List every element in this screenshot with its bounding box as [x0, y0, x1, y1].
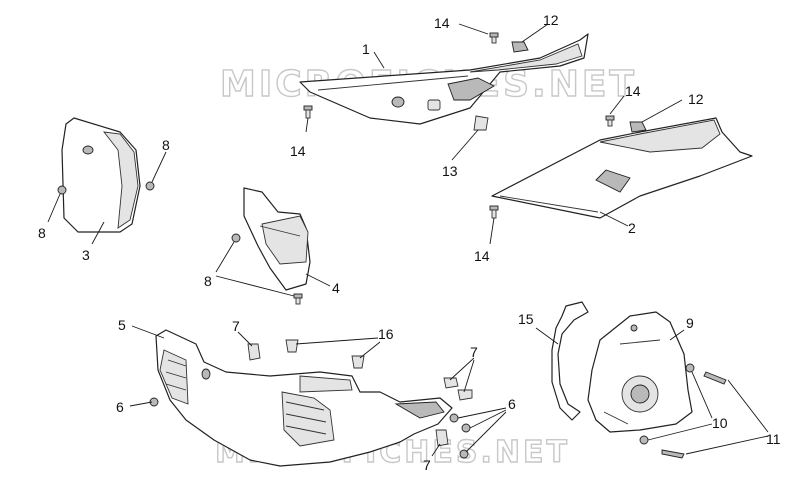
grommet-13: [473, 115, 489, 131]
leader-lines: [47, 23, 769, 457]
side-cover-left: [61, 117, 141, 233]
bolt-11b: [661, 449, 685, 459]
callout-12: 12: [543, 12, 559, 28]
bracket-part: [551, 301, 589, 421]
callout-13: 13: [442, 163, 458, 179]
clip-12a: [511, 41, 529, 53]
screw-14d: [489, 205, 499, 219]
screw-14a: [489, 32, 499, 44]
callout-4: 4: [332, 280, 340, 296]
nut-10: [685, 363, 695, 373]
callout-8: 8: [204, 273, 212, 289]
callout-8: 8: [162, 137, 170, 153]
callout-5: 5: [118, 317, 126, 333]
callout-labels: 14 12 1 14 13 14 12 2 14 8 8 3 8 4 5 7 1…: [38, 12, 781, 473]
callout-14: 14: [625, 83, 641, 99]
clip-7b: [443, 377, 473, 401]
screw-14b: [303, 105, 313, 119]
callout-14: 14: [290, 143, 306, 159]
washer-10b: [639, 435, 649, 445]
callout-14: 14: [474, 248, 490, 264]
side-panel-upper: [299, 33, 589, 125]
screw-8a: [57, 185, 67, 195]
callout-7: 7: [232, 318, 240, 334]
callout-3: 3: [82, 247, 90, 263]
screw-14c: [605, 115, 615, 127]
skid-plate: [155, 329, 453, 467]
screw-6b: [449, 413, 471, 433]
screw-8c: [231, 233, 241, 243]
callout-6: 6: [116, 399, 124, 415]
callout-16: 16: [378, 326, 394, 342]
sprocket-cover: [587, 311, 693, 433]
clip-12b: [629, 121, 647, 133]
callout-8: 8: [38, 225, 46, 241]
screw-8b: [145, 181, 155, 191]
clip-7a: [247, 343, 261, 361]
callout-6: 6: [508, 396, 516, 412]
callout-1: 1: [362, 41, 370, 57]
callout-7: 7: [470, 344, 478, 360]
callout-9: 9: [686, 315, 694, 331]
screw-8d: [293, 293, 303, 305]
side-panel-lower: [491, 117, 753, 219]
callout-15: 15: [518, 311, 534, 327]
callout-7: 7: [423, 457, 431, 473]
callout-11: 11: [766, 431, 781, 447]
fastener-group: [57, 32, 727, 459]
clip-7c: [435, 429, 449, 447]
callout-12: 12: [688, 91, 704, 107]
callout-10: 10: [712, 415, 728, 431]
grommet-16b: [351, 355, 365, 369]
callout-14: 14: [434, 15, 450, 31]
guard-part: [243, 187, 311, 291]
bolt-11a: [703, 371, 727, 385]
grommet-16a: [285, 339, 299, 353]
callout-2: 2: [628, 220, 636, 236]
